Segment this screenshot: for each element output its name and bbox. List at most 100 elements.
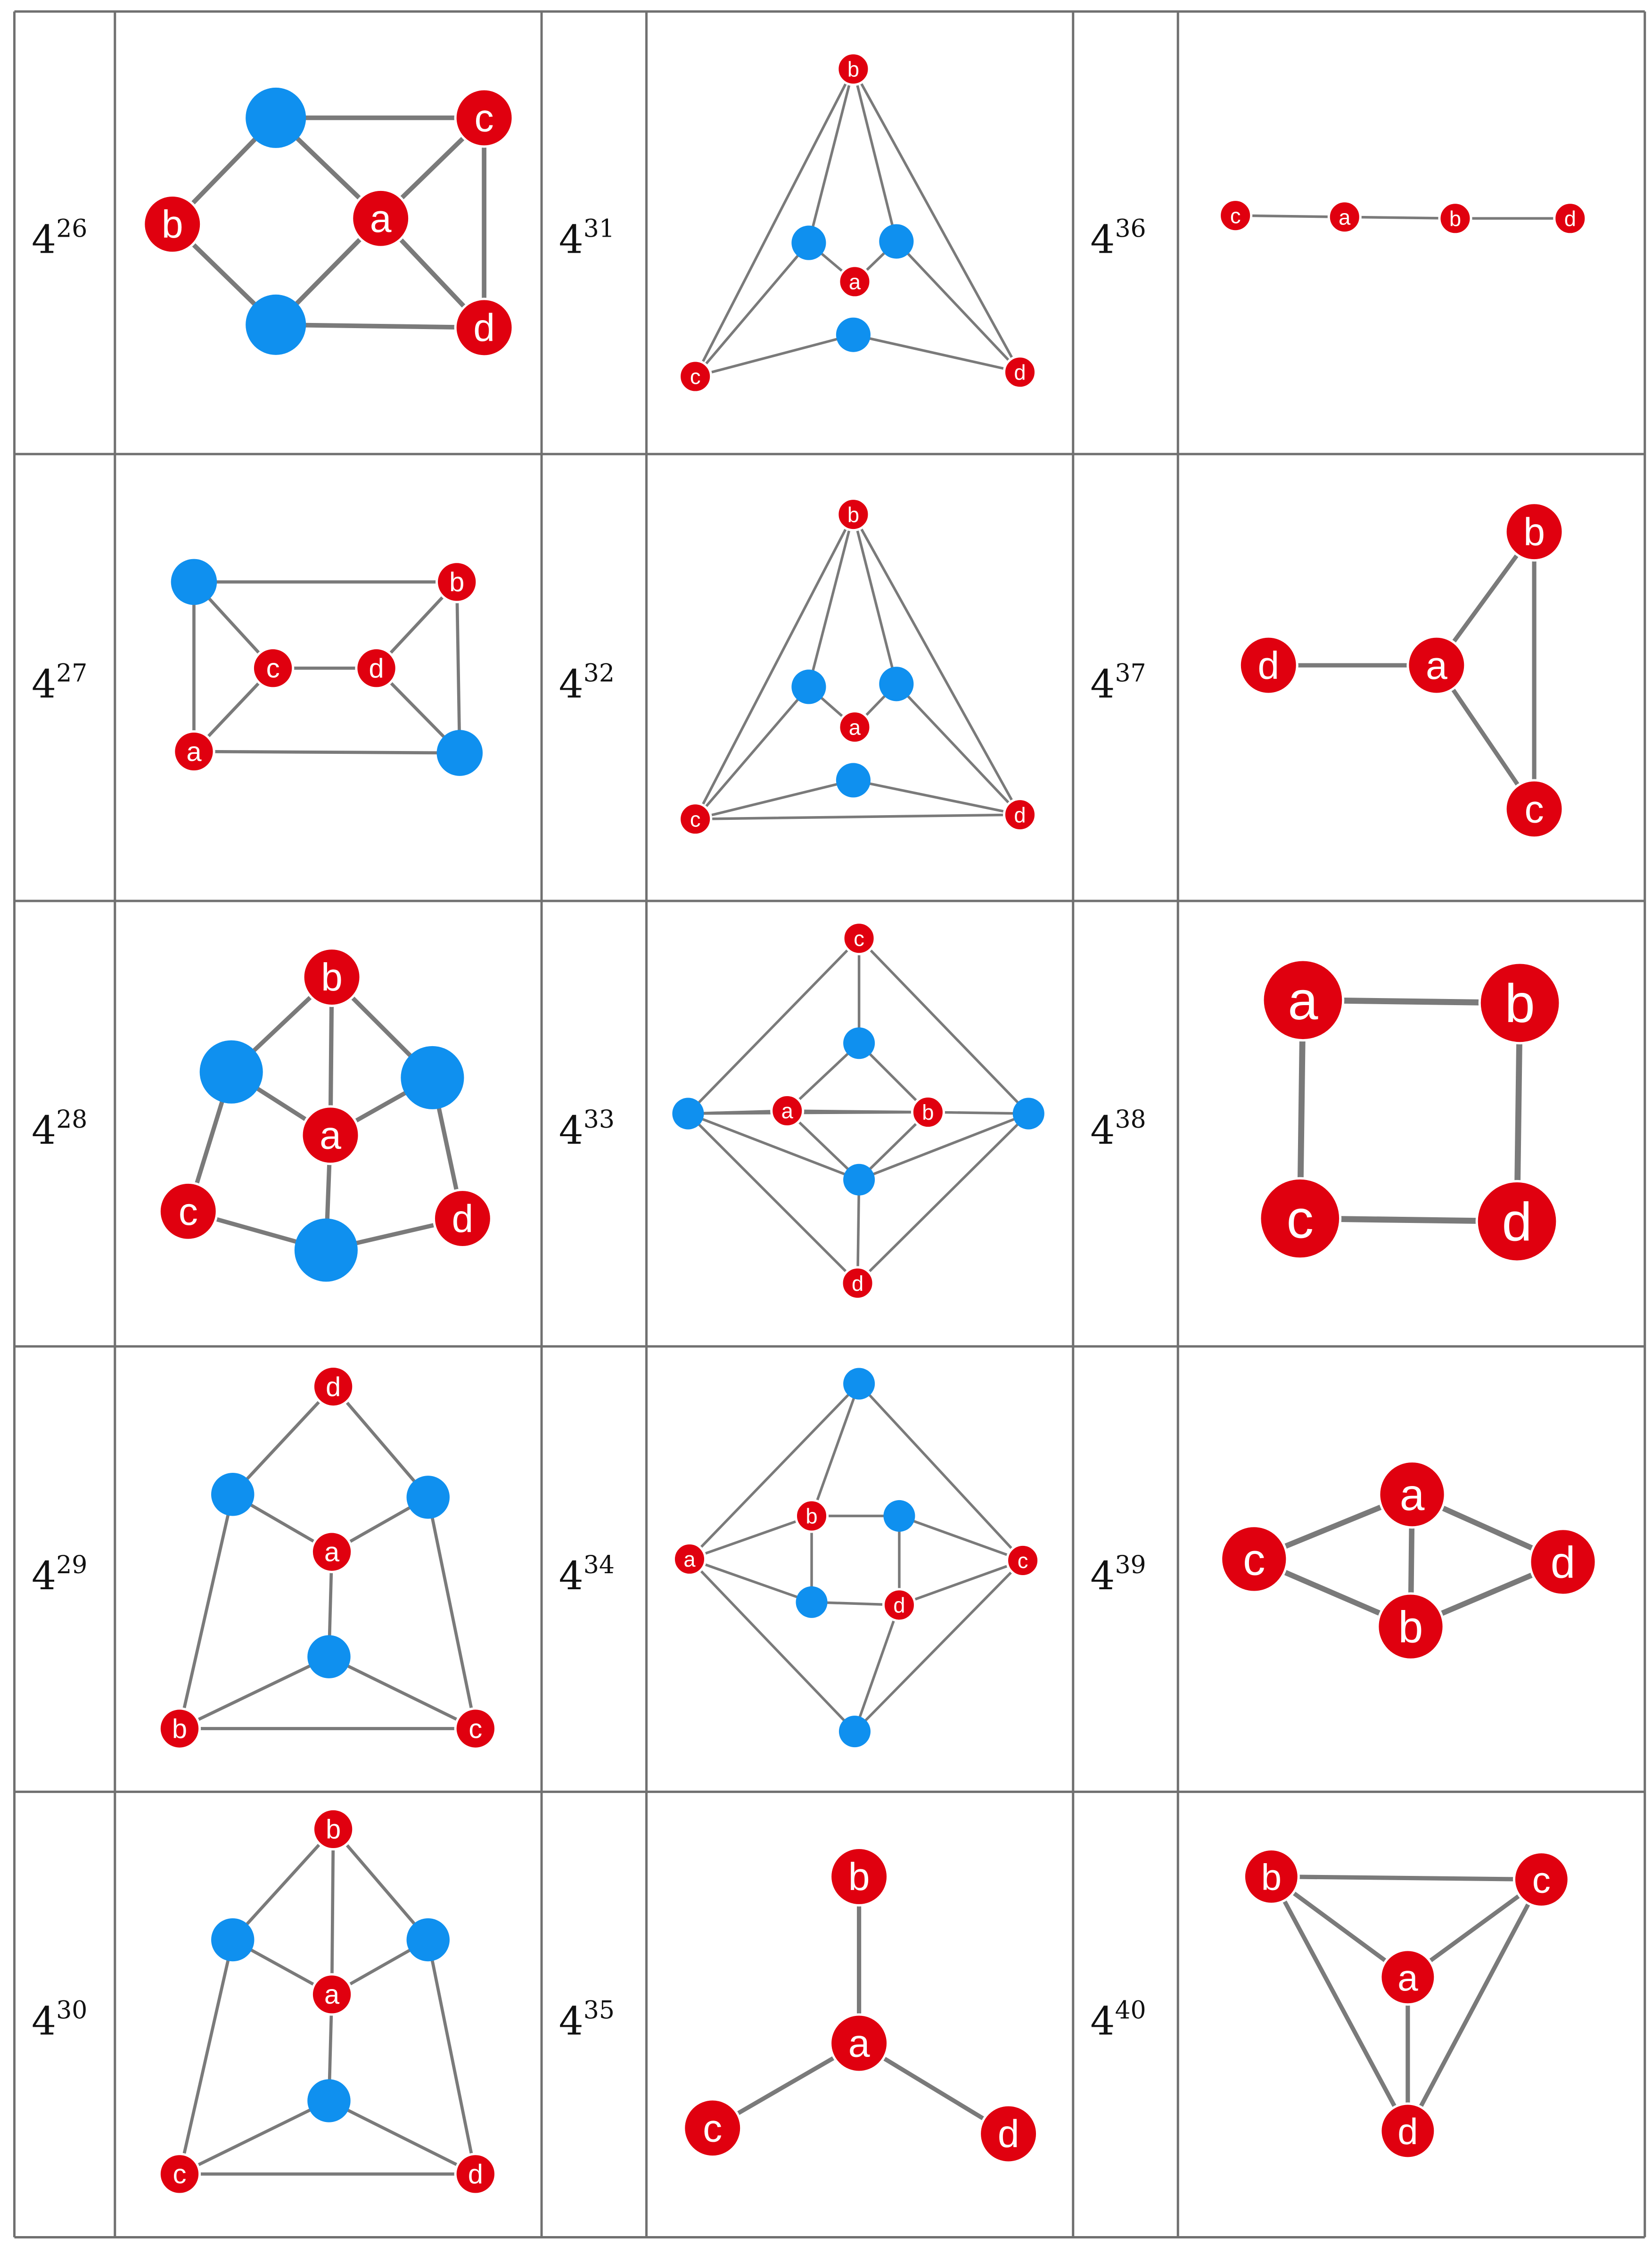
unlabeled-node <box>307 2079 351 2122</box>
node-label: d <box>468 2159 483 2189</box>
graph-edge <box>857 1112 1030 1181</box>
graph-nodes: c a b d <box>672 921 1044 1300</box>
node-label: b <box>848 1856 870 1899</box>
graph-id-exponent: 40 <box>1115 1997 1146 2025</box>
graph-id-exponent: 32 <box>584 660 615 688</box>
node-circle <box>173 730 215 773</box>
labeled-node-d: d <box>882 1588 916 1622</box>
node-circle <box>1218 198 1253 233</box>
node-label: c <box>1018 1549 1028 1573</box>
node-label: d <box>1502 1192 1532 1252</box>
node-circle <box>158 1181 218 1241</box>
node-circle <box>836 497 871 532</box>
node-circle <box>911 1095 945 1130</box>
node-label: a <box>1426 644 1447 687</box>
graph-edge <box>852 333 1021 374</box>
node-circle <box>678 359 713 394</box>
node-circle <box>1512 1851 1570 1908</box>
labeled-node-c: c <box>842 921 876 956</box>
graph-id-label: 432 <box>559 660 615 707</box>
labeled-node-b: b <box>911 1095 945 1130</box>
node-circle <box>836 52 871 86</box>
graph-id-base: 4 <box>559 662 584 707</box>
graph-edge <box>178 2099 331 2176</box>
labeled-node-a: a <box>1379 1949 1437 2006</box>
unlabeled-node <box>791 669 826 704</box>
unlabeled-node <box>836 763 871 798</box>
labeled-node-d: d <box>1553 201 1587 236</box>
graph-id-label: 426 <box>32 215 87 262</box>
unlabeled-node <box>211 1918 255 1962</box>
graph-id-base: 4 <box>1090 1999 1115 2044</box>
node-label: b <box>847 57 859 81</box>
graph-id-exponent: 35 <box>584 1997 615 2025</box>
graph-id-base: 4 <box>1090 1554 1115 1599</box>
labeled-node-d: d <box>1238 635 1299 695</box>
node-label: d <box>452 1197 474 1240</box>
node-circle <box>432 1189 493 1249</box>
graph-edge <box>331 1385 430 1499</box>
graph-edge <box>852 67 898 243</box>
graph-id-label: 429 <box>32 1551 87 1599</box>
node-label: a <box>848 2023 870 2065</box>
labeled-node-d: d <box>840 1266 875 1300</box>
graph-edge <box>1343 215 1457 220</box>
labeled-node-b: b <box>142 194 203 254</box>
node-circle <box>454 1707 497 1750</box>
node-label: b <box>1505 974 1535 1034</box>
labeled-node-c: c <box>454 1707 497 1750</box>
node-label: c <box>1243 1535 1265 1585</box>
labeled-node-d: d <box>1529 1527 1597 1596</box>
graph-edge <box>807 513 855 688</box>
node-circle <box>251 647 295 690</box>
unlabeled-node <box>211 1473 255 1516</box>
graph-id-exponent: 26 <box>56 215 87 243</box>
node-circle <box>1006 1543 1040 1577</box>
node-label: c <box>1525 788 1544 831</box>
graph-id-base: 4 <box>32 1999 56 2044</box>
graph-id-label: 430 <box>32 1997 87 2044</box>
labeled-node-a: a <box>351 188 411 248</box>
node-label: b <box>1261 1857 1282 1898</box>
node-label: c <box>179 1190 198 1233</box>
graph-edge <box>1269 1874 1410 2133</box>
graph-id-exponent: 28 <box>56 1106 87 1134</box>
graph-edge <box>852 513 1021 816</box>
graph-nodes: b c a d <box>1242 1848 1570 2160</box>
graph-id-base: 4 <box>559 1554 584 1599</box>
graph-edge <box>1405 1877 1544 2133</box>
node-label: a <box>370 198 392 240</box>
node-circle <box>454 88 514 148</box>
node-label: a <box>1288 971 1318 1031</box>
node-label: b <box>326 1815 341 1845</box>
labeled-node-c: c <box>158 1181 218 1241</box>
graph-id-exponent: 30 <box>56 1997 87 2025</box>
labeled-node-c: c <box>158 2153 201 2196</box>
graph-edge <box>426 1938 477 2176</box>
labeled-node-a: a <box>1406 635 1467 695</box>
labeled-node-d: d <box>1379 2102 1437 2160</box>
node-circle <box>1553 201 1587 236</box>
labeled-node-b: b <box>1242 1848 1300 1905</box>
node-circle <box>978 2104 1039 2164</box>
labeled-node-a: a <box>838 264 872 299</box>
node-circle <box>355 647 398 690</box>
graph-edge <box>694 333 855 378</box>
node-label: a <box>781 1099 794 1123</box>
node-label: c <box>703 2107 722 2150</box>
labeled-node-d: d <box>1003 798 1037 832</box>
node-label: c <box>1532 1859 1551 1901</box>
node-circle <box>1376 1592 1445 1661</box>
graph-id-label: 437 <box>1090 660 1146 707</box>
